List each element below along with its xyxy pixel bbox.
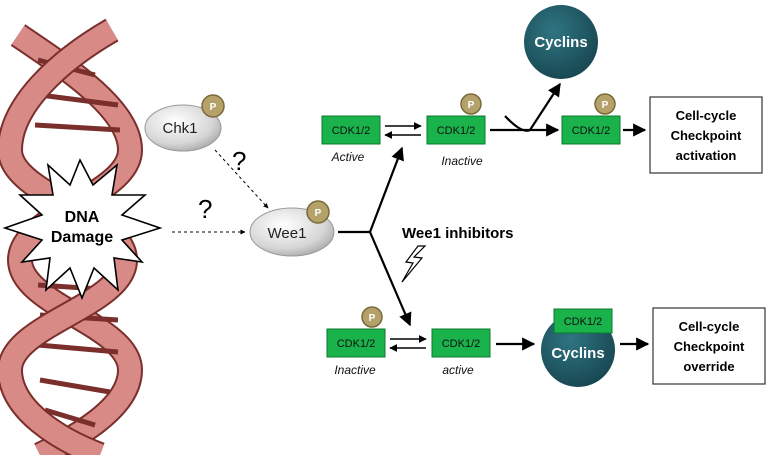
wee1-inhibitors-label: Wee1 inhibitors xyxy=(402,225,513,242)
checkpoint-override-line3: override xyxy=(683,359,734,374)
question-mark-damage: ? xyxy=(198,194,212,224)
top-cdk-final-box xyxy=(561,115,621,145)
wee1-phospho-label: P xyxy=(315,208,322,219)
top-cdk-active-box xyxy=(321,115,381,145)
top-cdk-active-label: CDK1/2 xyxy=(332,125,371,137)
top-cyclins-label: Cyclins xyxy=(534,34,587,51)
bottom-cdk-active-label: CDK1/2 xyxy=(442,338,481,350)
top-cyclins-circle xyxy=(524,5,598,79)
checkpoint-activation-line2: Checkpoint xyxy=(671,128,742,143)
chk1-oval xyxy=(144,104,222,152)
top-cdk-final-label: CDK1/2 xyxy=(572,125,611,137)
bottom-cdk-bound-label: CDK1/2 xyxy=(564,316,603,328)
branch-down-arrow xyxy=(368,231,412,327)
starburst-shape xyxy=(2,158,163,301)
checkpoint-activation-line3: activation xyxy=(676,148,737,163)
bottom-cdk-phospho-icon xyxy=(361,306,383,328)
top-cdk-final-phospho-icon xyxy=(594,93,616,115)
top-pathway: CDK1/2 Active CDK1/2 P Inactive Cyclins … xyxy=(321,5,763,174)
chk1-node: Chk1 P xyxy=(144,94,225,152)
cyclin-release-arrow xyxy=(504,82,561,132)
branch-up-arrow xyxy=(368,146,404,233)
checkpoint-override-line2: Checkpoint xyxy=(674,339,745,354)
wee1-phospho-icon xyxy=(306,200,330,224)
top-cdk-inactive-phospho-label: P xyxy=(468,100,475,111)
bottom-cdk-inactive-label: CDK1/2 xyxy=(337,338,376,350)
checkpoint-activation-box xyxy=(649,96,763,174)
top-cdk-inactive-box xyxy=(426,115,486,145)
top-cdk-final-phospho-label: P xyxy=(602,100,609,111)
bottom-cdk-bound-box xyxy=(553,308,613,334)
top-cdk-active-state: Active xyxy=(331,150,365,164)
bottom-cdk-inactive-box xyxy=(326,328,386,358)
chk1-label: Chk1 xyxy=(162,120,197,137)
bottom-pathway: CDK1/2 P Inactive CDK1/2 active Cyclins … xyxy=(326,306,766,387)
bottom-cdk-phospho-label: P xyxy=(369,313,376,324)
bottom-cdk-active-state: active xyxy=(442,363,474,377)
checkpoint-override-box xyxy=(652,307,766,385)
dna-damage-burst: DNA Damage xyxy=(2,158,163,301)
checkpoint-activation-line1: Cell-cycle xyxy=(676,108,737,123)
chk1-to-wee1-dashed-arrow xyxy=(214,149,269,209)
top-cdk-inactive-phospho-icon xyxy=(460,93,482,115)
bottom-cyclins-label: Cyclins xyxy=(551,345,604,362)
top-cdk-inactive-state: Inactive xyxy=(441,154,483,168)
dna-damage-label-line1: DNA xyxy=(65,209,100,226)
wee1-node: Wee1 P xyxy=(249,200,335,257)
dna-strand-back-fill xyxy=(8,25,142,455)
wee1-label: Wee1 xyxy=(268,225,307,242)
question-mark-chk1: ? xyxy=(232,146,246,176)
top-cdk-inactive-label: CDK1/2 xyxy=(437,125,476,137)
checkpoint-override-line1: Cell-cycle xyxy=(679,319,740,334)
dna-damage-label-line2: Damage xyxy=(51,229,113,246)
chk1-phospho-label: P xyxy=(210,102,217,113)
bottom-cdk-active-box xyxy=(431,328,491,358)
bottom-cdk-inactive-state: Inactive xyxy=(334,363,376,377)
chk1-phospho-icon xyxy=(201,94,225,118)
lightning-bolt-icon xyxy=(401,245,427,283)
